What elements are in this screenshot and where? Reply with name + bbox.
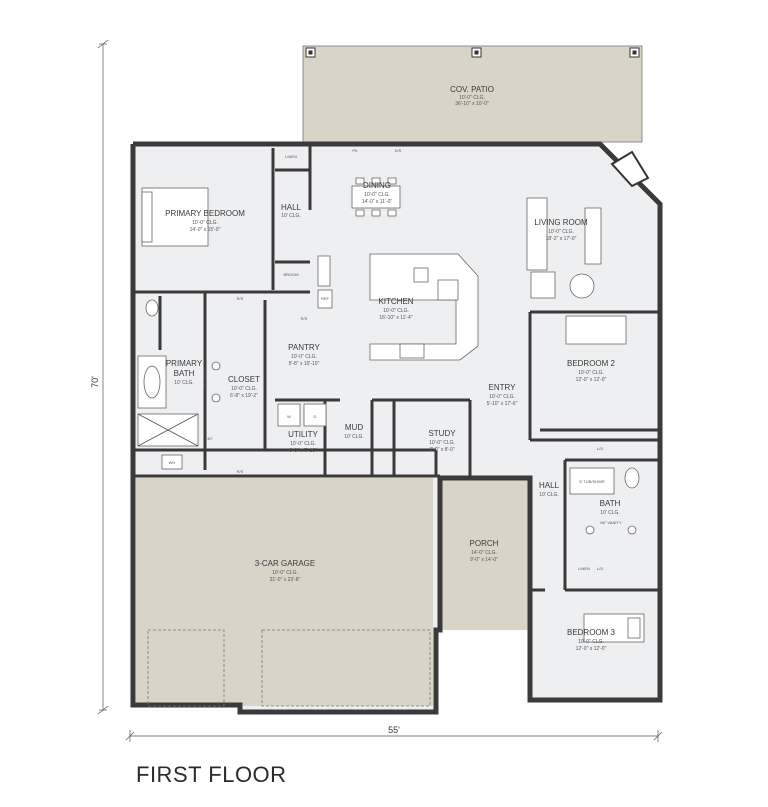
fireplace-icon	[610, 150, 650, 188]
water-heater-icon	[161, 454, 183, 470]
pantry-size: 5'-8" x 10'-10"	[289, 361, 320, 367]
ref-label: REF	[321, 296, 330, 301]
patio-ceiling: 10'-0" CLG.	[459, 95, 485, 101]
dimension-lines	[97, 39, 663, 742]
primary-bedroom-name: PRIMARY BEDROOM	[165, 209, 245, 218]
primary-bath-ceiling: 10' CLG.	[174, 380, 194, 386]
entry-name: ENTRY	[489, 383, 517, 392]
ds-label: D/S	[395, 148, 402, 153]
dining-ceiling: 10'-0" CLG.	[364, 192, 390, 198]
kitchen-counters	[317, 253, 479, 361]
living-room-name: LIVING ROOM	[534, 218, 588, 227]
rs-label-3: R/S	[301, 316, 308, 321]
depth-dimension: 70'	[90, 376, 100, 388]
exterior-walls	[130, 141, 663, 715]
study-size: 8'-0" x 8'-0"	[429, 447, 454, 453]
living-room-size: 18'-2" x 17'-0"	[546, 236, 577, 242]
garage-doors	[147, 629, 431, 707]
kitchen-size: 16'-10" x 11'-4"	[379, 315, 412, 321]
study-name: STUDY	[428, 429, 456, 438]
porch-size: 9'-0" x 14'-0"	[470, 557, 498, 563]
closet-ceiling: 10'-0" CLG.	[231, 386, 257, 392]
bedroom3-size: 12'-0" x 12'-0"	[576, 646, 607, 652]
dining-table-icon	[351, 177, 401, 217]
rs-label-1: R/S	[237, 296, 244, 301]
closet-name: CLOSET	[228, 375, 260, 384]
bedroom2-bed-icon	[565, 315, 627, 345]
linen-right-label: LINEN	[578, 566, 590, 571]
dining-name: DINING	[363, 181, 391, 190]
primary-bedroom-ceiling: 10'-0" CLG.	[192, 220, 218, 226]
wh-label: WH	[169, 460, 176, 465]
washer-dryer-icon	[277, 403, 327, 427]
entry-ceiling: 10'-0" CLG.	[489, 394, 515, 400]
primary-bath-name-line2: BATH	[174, 369, 195, 378]
ls-label-1: L/S	[597, 446, 603, 451]
dryer-label: D	[314, 414, 317, 419]
vanity-label: 66" VANITY	[600, 520, 621, 525]
entry-size: 5'-10" x 17'-6"	[487, 401, 518, 407]
bedroom2-name: BEDROOM 2	[567, 359, 616, 368]
bath-name: BATH	[600, 499, 621, 508]
porch-ceiling: 14'-0" CLG.	[471, 550, 497, 556]
floor-title: FIRST FLOOR	[136, 762, 287, 787]
closet-size: 6'-8" x 19'-2"	[230, 393, 258, 399]
bedroom3-bed-icon	[583, 613, 645, 643]
hall-right-ceiling: 10' CLG.	[539, 492, 559, 498]
living-room-ceiling: 10'-0" CLG.	[548, 229, 574, 235]
pantry-name: PANTRY	[288, 343, 320, 352]
garage-name: 3-CAR GARAGE	[255, 559, 315, 568]
broom-label: BROOM	[283, 272, 298, 277]
ls-label-2: L/S	[597, 566, 603, 571]
kitchen-name: KITCHEN	[378, 297, 413, 306]
utility-size: 6'-0" x 7'-10"	[289, 448, 317, 454]
primary-bedroom-size: 14'-0" x 15'-0"	[190, 227, 221, 233]
mud-name: MUD	[345, 423, 363, 432]
sofa-icon	[526, 197, 602, 299]
utility-name: UTILITY	[288, 430, 318, 439]
dining-size: 14'-0" x 11'-0"	[362, 199, 393, 205]
linen-top-label: LINEN	[285, 154, 297, 159]
kitchen-ceiling: 10'-0" CLG.	[383, 308, 409, 314]
bedroom3-name: BEDROOM 3	[567, 628, 616, 637]
bath-ceiling: 10' CLG.	[600, 510, 620, 516]
hall-top-ceiling: 10' CLG.	[281, 213, 301, 219]
porch-area	[440, 480, 530, 630]
bedroom3-ceiling: 10'-0" CLG.	[578, 639, 604, 645]
interior-walls	[133, 144, 660, 592]
washer-label: W	[287, 414, 291, 419]
patio-size: 36'-10" x 10'-0"	[455, 101, 489, 107]
hall-right-name: HALL	[539, 481, 560, 490]
study-ceiling: 10'-0" CLG.	[429, 440, 455, 446]
primary-bed-icon	[141, 187, 209, 247]
utility-ceiling: 10'-0" CLG.	[290, 441, 316, 447]
patio-posts	[305, 47, 640, 58]
primary-bath-name-line1: PRIMARY	[166, 359, 203, 368]
patio-name: COV. PATIO	[450, 85, 494, 94]
primary-vanity-label: 66" VANITY	[202, 367, 207, 388]
garage-size: 31'-0" x 23'-8"	[270, 577, 301, 583]
hall-bath-fixtures	[569, 467, 640, 535]
bedroom2-ceiling: 10'-0" CLG.	[578, 370, 604, 376]
porch-name: PORCH	[470, 539, 499, 548]
hall-top-name: HALL	[281, 203, 302, 212]
garage-area	[136, 478, 433, 706]
width-dimension: 55'	[388, 725, 400, 735]
pk-label: PK	[352, 148, 358, 153]
tub-shower-label: 5' TUB/SHWR	[579, 479, 604, 484]
pantry-ceiling: 10'-0" CLG.	[291, 354, 317, 360]
mud-ceiling: 10' CLG.	[344, 434, 364, 440]
rs-label-2: R/S	[237, 469, 244, 474]
patio-area	[302, 45, 643, 143]
primary-vanity-40-label: 40"	[207, 436, 213, 441]
bedroom2-size: 12'-0" x 12'-0"	[576, 377, 607, 383]
primary-bath-fixtures	[137, 299, 221, 447]
garage-ceiling: 10'-0" CLG.	[272, 570, 298, 576]
